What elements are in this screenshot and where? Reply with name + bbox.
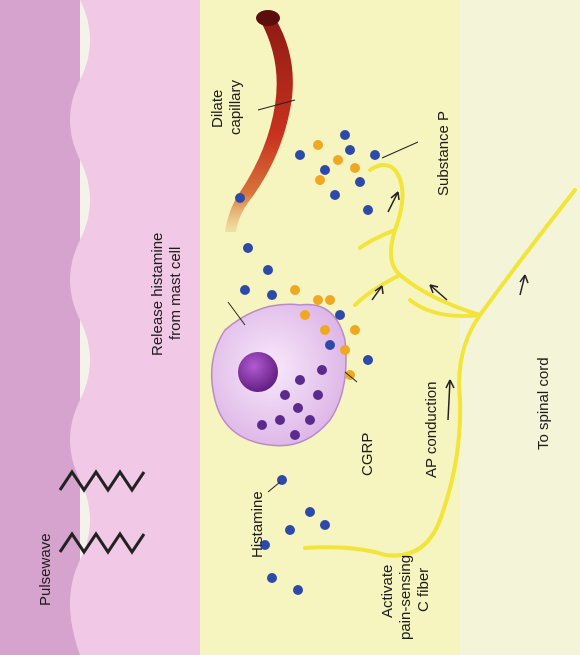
mast-cell-nucleus [238,352,278,392]
label-dilate-2: capillary [227,79,244,135]
label-ap-conduction: AP conduction [423,382,440,478]
label-pulsewave: Pulsewave [37,533,54,606]
label-cgrp: CGRP [359,433,376,476]
label-activate-3: C fiber [415,568,432,612]
label-dilate-1: Dilate [209,90,226,128]
label-substance-p: Substance P [435,111,452,196]
label-spinal-cord: To spinal cord [535,357,552,450]
label-activate-2: pain-sensing [397,555,414,640]
label-release-1: Release histamine [149,233,166,356]
label-release-2: from mast cell [167,247,184,340]
tissue-fade [460,0,580,655]
label-histamine: Histamine [249,491,266,558]
label-activate-1: Activate [379,565,396,618]
capillary-opening [256,10,280,26]
